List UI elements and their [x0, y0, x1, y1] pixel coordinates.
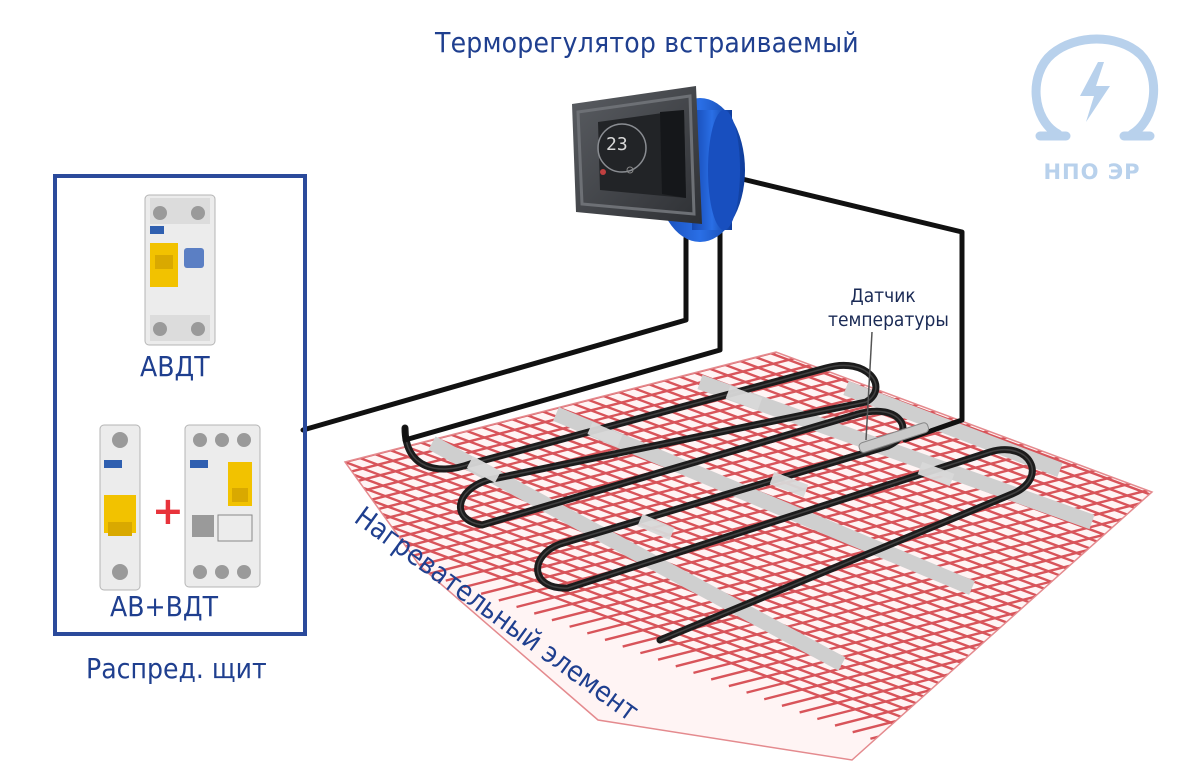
omega-lightning-logo	[1031, 34, 1159, 141]
rcd-device	[184, 424, 261, 588]
circuit-breaker-av	[99, 424, 141, 591]
av-vdt-label: АВ+ВДТ	[110, 590, 218, 623]
distribution-panel	[53, 174, 307, 636]
wires	[300, 175, 965, 443]
thermostat-title: Терморегулятор встраиваемый	[435, 26, 859, 59]
temperature-sensor-probe	[858, 331, 930, 453]
distribution-panel-label: Распред. щит	[86, 652, 267, 685]
logo-text: НПО ЭР	[1043, 160, 1141, 184]
thermostat-display: 23	[606, 134, 628, 155]
plus-sign: +	[152, 489, 184, 533]
thermostat-device	[572, 86, 745, 242]
sensor-label: Датчик температуры	[828, 284, 949, 332]
heating-cable	[401, 361, 1036, 644]
sensor-label-line1: Датчик	[850, 285, 916, 307]
avdt-label: АВДТ	[140, 350, 210, 383]
sensor-label-line2: температуры	[828, 309, 949, 331]
circuit-breaker-avdt	[144, 194, 216, 346]
